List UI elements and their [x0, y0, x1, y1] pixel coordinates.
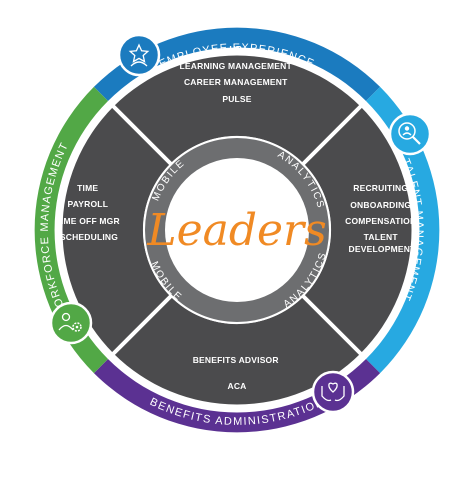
segment-list-left: TIME PAYROLL TIME OFF MGR SCHEDULING	[56, 183, 123, 242]
hands-heart-icon[interactable]	[311, 370, 355, 414]
magnifier-person-icon[interactable]	[388, 112, 432, 156]
list-item: TIME	[77, 183, 98, 193]
list-item: RECRUITING	[353, 183, 408, 193]
segment-list-top: HR LEARNING MANAGEMENT CAREER MANAGEMENT…	[180, 44, 295, 104]
ring-segment-workforce-management	[34, 86, 108, 374]
list-item: PAYROLL	[67, 199, 107, 209]
ring-segment-talent-management	[366, 86, 440, 374]
list-item: CAREER MANAGEMENT	[184, 77, 288, 87]
list-item: TALENT	[364, 232, 399, 242]
segment-talent-management[interactable]	[303, 106, 412, 354]
list-item: TIME OFF MGR	[56, 216, 120, 226]
people-gear-icon[interactable]	[49, 301, 93, 345]
list-item: ONBOARDING	[350, 200, 411, 210]
ring-segment-benefits-administration	[93, 359, 381, 433]
segment-list-right: RECRUITING ONBOARDING COMPENSATION TALEN…	[345, 183, 419, 254]
leaders-logo: Leaders	[146, 205, 326, 256]
segment-employee-experience[interactable]	[113, 55, 361, 164]
divider-top-right	[300, 104, 363, 167]
segment-workforce-management[interactable]	[62, 106, 171, 354]
list-item: SCHEDULING	[60, 232, 118, 242]
divider-bottom-right	[300, 293, 363, 356]
ring-segment-employee-experience	[93, 27, 381, 102]
segment-benefits-administration[interactable]	[113, 296, 361, 405]
segment-wheel	[62, 55, 412, 405]
list-item: COMPENSATION	[345, 216, 416, 226]
segment-list-bottom: BENEFITS ADVISOR ACA	[193, 355, 282, 391]
star-person-icon[interactable]	[117, 33, 161, 77]
list-item: BENEFITS ADVISOR	[193, 355, 279, 365]
divider-bottom-left	[111, 293, 174, 356]
list-item: DEVELOPMENT	[349, 244, 417, 254]
list-item: HR	[229, 44, 242, 54]
center-disc	[165, 158, 309, 302]
divider-top-left	[111, 104, 174, 167]
list-item: PULSE	[222, 94, 251, 104]
list-item: LEARNING MANAGEMENT	[180, 61, 293, 71]
list-item: ACA	[227, 381, 246, 391]
